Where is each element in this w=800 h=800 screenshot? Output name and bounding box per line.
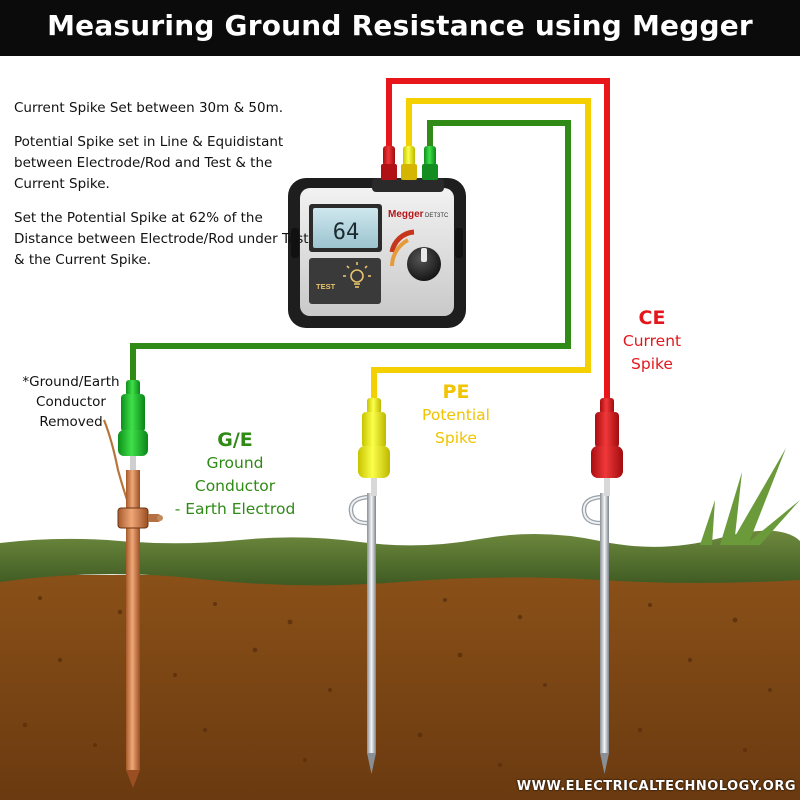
site-watermark: WWW.ELECTRICALTECHNOLOGY.ORG [516,779,796,794]
soil [0,575,800,800]
label-ce-line2: Spike [631,355,673,373]
label-ge-line3: - Earth Electrod [174,500,296,518]
soil-pebbles [22,596,772,767]
megger-meter [288,146,466,328]
green-lead-wire [130,120,571,384]
label-ce-code: CE [638,307,666,329]
conductor-note-line1: *Ground/Earth [22,374,120,390]
rotary-dial-icon [407,247,441,281]
title-bar: Measuring Ground Resistance using Megger [0,0,800,56]
current-spike [581,493,609,774]
page-title: Measuring Ground Resistance using Megger [47,9,753,42]
ground-lead-plug [118,380,148,470]
bulb-icon [343,262,371,288]
current-lead-plug [591,398,623,496]
note-62-percent: Set the Potential Spike at 62% of the Di… [14,210,309,268]
earth-electrode-rod [102,419,163,788]
meter-green-terminal [422,146,438,180]
meter-reading: 64 [333,220,360,245]
label-current-spike: CE Current Spike [602,306,702,376]
lcd-screen [313,208,378,248]
potential-lead-plug [358,398,390,496]
label-pe-line1: Potential [422,406,490,424]
label-ge-code: G/E [217,429,253,451]
meter-test-label: TEST [316,282,336,291]
label-ge-line2: Conductor [194,477,276,495]
potential-spike [348,493,376,774]
label-potential-spike: PE Potential Spike [396,380,516,450]
meter-model: DET3TC [425,213,449,219]
label-ge-line1: Ground [206,454,264,472]
yellow-lead-wire [371,98,591,402]
red-lead-wire [386,78,610,402]
grass-icon [700,448,800,545]
label-ce-line1: Current [622,332,682,350]
meter-yellow-terminal [401,146,417,180]
conductor-note-line2: Conductor [36,394,106,410]
label-pe-code: PE [442,381,470,403]
conductor-note-line3: Removed [39,414,103,430]
note-current-spike: Current Spike Set between 30m & 50m. [14,100,284,116]
instruction-notes: Current Spike Set between 30m & 50m. Pot… [14,98,314,284]
meter-brand: Megger [388,209,424,220]
note-potential-spike: Potential Spike set in Line & Equidistan… [14,134,284,192]
label-ground-electrode: G/E Ground Conductor - Earth Electrod [160,428,310,521]
label-pe-line2: Spike [435,429,477,447]
conductor-removed-note: *Ground/Earth Conductor Removed [6,372,136,432]
meter-red-terminal [381,146,397,180]
